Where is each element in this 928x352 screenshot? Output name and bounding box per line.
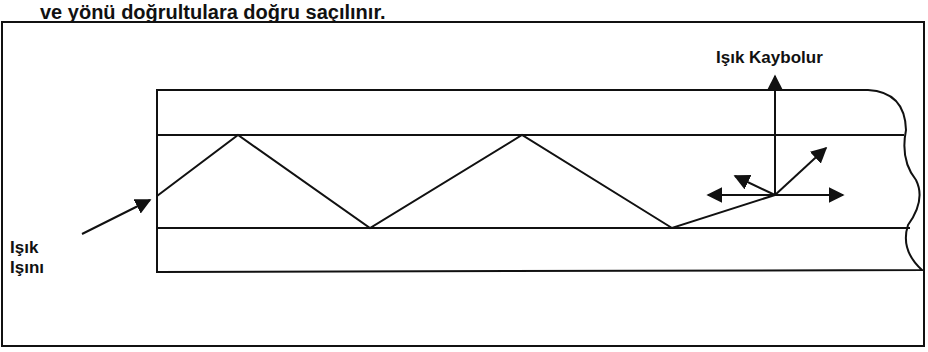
fiber-cladding — [157, 90, 922, 272]
core-boundary — [157, 227, 910, 229]
core-boundary — [157, 134, 904, 136]
light-ray-path — [157, 135, 775, 228]
caption-text: ve yönü doğrultulara doğru saçılınır. — [40, 1, 386, 24]
frame — [2, 22, 924, 346]
ray-lost-label: Işık Kaybolur — [716, 48, 823, 68]
incoming-ray-arrow — [82, 200, 150, 234]
light-ray-label: Işık Işını — [10, 238, 72, 277]
scatter-arrows — [708, 76, 843, 195]
